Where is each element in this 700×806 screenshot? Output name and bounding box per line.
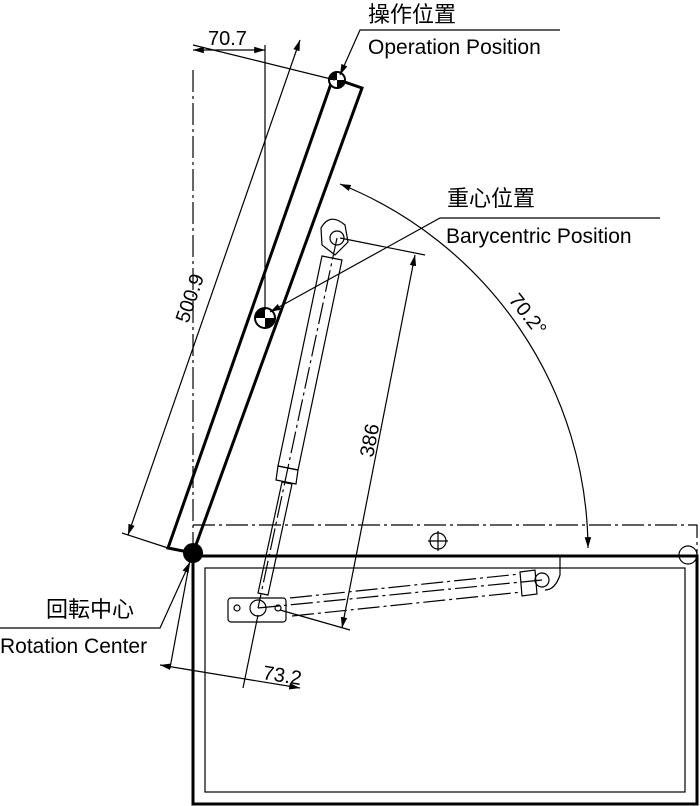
dim-angle-label: 70.2° xyxy=(504,290,550,341)
operation-position-mark xyxy=(328,71,346,89)
gas-spring-open xyxy=(257,218,349,609)
barycentric-position-en: Barycentric Position xyxy=(446,225,632,248)
rotation-center-mark xyxy=(183,543,203,563)
rotation-center-en: Rotation Center xyxy=(0,635,147,658)
gas-spring-closed xyxy=(257,555,561,617)
barycentric-position-jp: 重心位置 xyxy=(447,186,535,211)
corner-pivot-mark xyxy=(678,545,698,565)
dimension-73-2 xyxy=(159,559,301,690)
dimension-500-9 xyxy=(121,39,301,549)
dim-70-7-label: 70.7 xyxy=(208,28,247,50)
operation-position-en: Operation Position xyxy=(368,36,541,59)
operation-leader xyxy=(339,29,560,76)
closed-center-mark xyxy=(428,531,448,551)
dimension-386 xyxy=(279,237,426,631)
dim-73-2-label: 73.2 xyxy=(261,662,303,690)
rotation-leader xyxy=(0,561,191,629)
barycentric-leader xyxy=(269,217,660,313)
rotation-center-jp: 回転中心 xyxy=(46,597,134,622)
operation-position-jp: 操作位置 xyxy=(368,2,456,27)
dimension-70-2-angle xyxy=(339,183,592,549)
dim-386-label: 386 xyxy=(356,422,384,459)
